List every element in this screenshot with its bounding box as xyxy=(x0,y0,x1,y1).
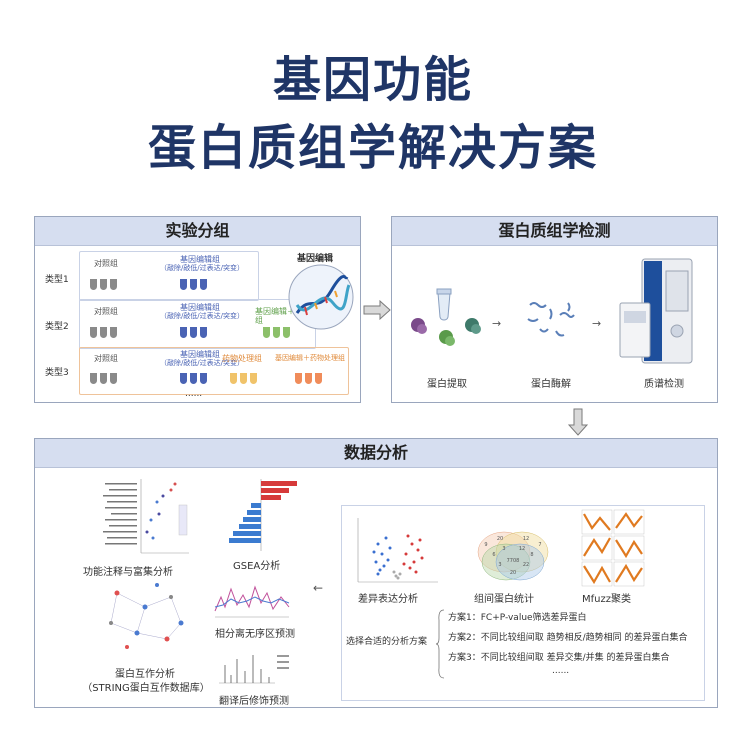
group-row-1: 对照组 基因编辑组 （敲除/敲低/过表达/突变） xyxy=(79,251,259,301)
gene-edit-title: 基因编辑 xyxy=(297,254,334,264)
scheme-text: 不同比较组间取 趋势相反/趋势相同 的差异蛋白集合 xyxy=(480,633,688,643)
edit-sub-label: （敲除/敲低/过表达/突变） xyxy=(159,312,245,320)
venn-number: 9 xyxy=(484,542,487,548)
analysis-item-label: 蛋白互作分析 xyxy=(115,669,175,680)
analysis-panel: 数据分析 功能注释与富集分析 GSEA分析 xyxy=(34,438,718,708)
control-tubes xyxy=(90,327,117,338)
row-type-label: 类型2 xyxy=(45,322,69,332)
scheme-label: 方案1： xyxy=(448,613,481,623)
analysis-header: 数据分析 xyxy=(35,439,717,468)
venn-number: 20 xyxy=(497,536,503,542)
mfuzz-cluster-icon xyxy=(581,509,645,587)
edit-tubes xyxy=(180,327,207,338)
venn-number: 12 xyxy=(519,546,525,552)
edit-drug-label: 基因编辑＋药物处理组 xyxy=(275,354,345,362)
arrow-down-icon xyxy=(568,408,588,436)
volcano-plot-icon xyxy=(357,518,438,583)
disorder-prediction-chart-icon xyxy=(214,585,290,618)
analysis-item-label: 差异表达分析 xyxy=(358,594,418,605)
venn-number: 3 xyxy=(498,562,501,568)
brace-icon xyxy=(436,609,445,679)
rescue-label: 基因编辑＋回补组 xyxy=(255,307,311,325)
page-title-line1: 基因功能 xyxy=(272,52,473,108)
edit-label: 基因编辑组 xyxy=(180,255,220,264)
group-row-2: 对照组 基因编辑组 （敲除/敲低/过表达/突变） 基因编辑＋回补组 xyxy=(79,299,316,349)
analysis-item-label: 功能注释与富集分析 xyxy=(83,567,173,578)
analysis-item-label: 翻译后修饰预测 xyxy=(219,696,289,707)
edit-drug-tubes xyxy=(295,373,322,384)
venn-number: 6 xyxy=(492,552,495,558)
analysis-item-label: 组间蛋白统计 xyxy=(474,594,534,605)
arrow-left-icon: ← xyxy=(313,581,324,595)
analysis-item-label: GSEA分析 xyxy=(233,561,281,572)
row-type-label: 类型3 xyxy=(45,368,69,378)
venn-number: 20 xyxy=(510,570,516,576)
control-label: 对照组 xyxy=(94,259,118,268)
drug-label: 药物处理组 xyxy=(222,354,262,363)
ppi-network-icon xyxy=(109,583,184,649)
peptide-fragments-icon xyxy=(527,302,575,337)
venn-number: 22 xyxy=(523,562,529,568)
edit-sub-label: （敲除/敲低/过表达/突变） xyxy=(159,359,245,367)
ptm-prediction-chart-icon xyxy=(219,655,289,684)
analysis-item-label: （STRING蛋白互作数据库） xyxy=(82,683,210,694)
page-title-line2: 蛋白质组学解决方案 xyxy=(147,120,598,176)
venn-diagram-icon: 9 20 12 7 6 8 3 12 3 7708 22 20 xyxy=(477,531,549,581)
venn-number: 8 xyxy=(530,552,533,558)
detection-header: 蛋白质组学检测 xyxy=(392,217,717,246)
arrow-icon: → xyxy=(492,317,502,330)
enrichment-chart-icon xyxy=(103,479,189,554)
more-rows-ellipsis: ...... xyxy=(185,389,203,399)
scheme-2: 方案2：不同比较组间取 趋势相反/趋势相同 的差异蛋白集合 xyxy=(448,630,688,643)
row-type-label: 类型1 xyxy=(45,275,69,285)
step-label: 蛋白酶解 xyxy=(531,379,571,390)
edit-label: 基因编辑组 xyxy=(180,350,220,359)
scheme-label: 方案2： xyxy=(448,633,481,643)
arrow-right-icon xyxy=(363,300,391,320)
venn-number: 7708 xyxy=(507,558,520,564)
experiment-panel: 实验分组 类型1 对照组 基因编辑组 （敲除/敲低/过表达/突变） 类型2 对照… xyxy=(34,216,361,403)
scheme-text: FC+P-value筛选差异蛋白 xyxy=(480,613,587,623)
edit-tubes xyxy=(180,279,207,290)
scheme-1: 方案1：FC+P-value筛选差异蛋白 xyxy=(448,610,587,623)
choose-scheme-label: 选择合适的分析方案 xyxy=(346,637,428,647)
gsea-chart-icon xyxy=(229,479,297,551)
control-label: 对照组 xyxy=(94,354,118,363)
analysis-item-label: Mfuzz聚类 xyxy=(582,594,631,605)
control-label: 对照组 xyxy=(94,307,118,316)
group-row-3: 对照组 基因编辑组 （敲除/敲低/过表达/突变） 药物处理组 基因编辑＋药物处理… xyxy=(79,347,349,395)
scheme-text: 不同比较组间取 差异交集/并集 的差异蛋白集合 xyxy=(480,653,670,663)
more-schemes-ellipsis: ...... xyxy=(552,666,570,676)
venn-number: 3 xyxy=(502,546,505,552)
control-tubes xyxy=(90,373,117,384)
experiment-header: 实验分组 xyxy=(35,217,360,246)
venn-number: 12 xyxy=(523,536,529,542)
analysis-item-label: 相分离无序区预测 xyxy=(215,629,295,640)
scheme-label: 方案3： xyxy=(448,653,481,663)
edit-tubes xyxy=(180,373,207,384)
mass-spectrometer-icon xyxy=(619,258,693,364)
venn-number: 7 xyxy=(538,542,541,548)
control-tubes xyxy=(90,279,117,290)
drug-tubes xyxy=(230,373,257,384)
step-label: 蛋白提取 xyxy=(427,379,467,390)
edit-label: 基因编辑组 xyxy=(180,303,220,312)
scheme-3: 方案3：不同比较组间取 差异交集/并集 的差异蛋白集合 xyxy=(448,650,670,663)
protein-extraction-icon xyxy=(411,288,481,346)
dna-icon xyxy=(288,264,354,330)
rescue-tubes xyxy=(263,327,290,338)
step-label: 质谱检测 xyxy=(644,379,684,390)
detection-panel: 蛋白质组学检测 蛋白提取 → 蛋白酶解 → 质谱检测 xyxy=(391,216,718,403)
edit-sub-label: （敲除/敲低/过表达/突变） xyxy=(159,264,245,272)
arrow-icon: → xyxy=(592,317,602,330)
analysis-scheme-box: 差异表达分析 9 20 12 7 6 8 3 12 3 7708 22 20 组… xyxy=(341,505,705,701)
